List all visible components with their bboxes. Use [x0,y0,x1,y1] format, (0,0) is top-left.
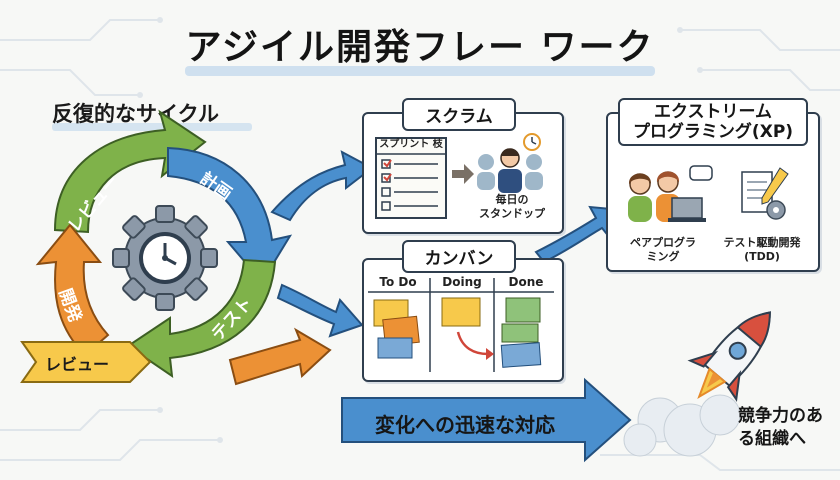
cycle-arrow-review-top [53,109,207,234]
banner-arrow [341,377,632,463]
tdd-label-1: テスト駆動開発 [723,236,801,249]
gear-clock-icon [112,205,218,311]
sprint-label: スプリント 枝 [379,139,443,150]
label-review-bottom: レビュー [45,355,110,374]
goal-line1: 競争力のあ [738,406,823,426]
tdd-label-2: (TDD) [744,250,780,263]
xp-title-line2: プログラミング(XP) [632,122,794,142]
goal-text: 競争力のあ る組織へ [738,405,823,451]
xp-title: エクストリーム プログラミング(XP) [618,98,808,146]
kanban-title: カンバン [402,240,516,273]
scrum-title: スクラム [402,98,516,131]
cycle-heading-underline [52,123,252,131]
goal-line2: る組織へ [738,429,806,449]
cycle-arrow-dev [35,223,110,357]
arrow-to-scrum [270,150,374,222]
cycle-heading: 反復的なサイクル [52,102,219,126]
kanban-col-done: Done [508,275,544,289]
cycle-arrow-review-bottom [20,341,152,383]
standup-label-1: 毎日の [495,193,529,206]
xp-illustration [628,165,789,222]
cycle-arrow-plan [167,146,293,284]
kanban-board [368,278,554,372]
standup-label-2: スタンドップ [479,207,545,220]
arrow-to-kanban [276,283,364,338]
orange-forward-arrow [228,327,332,386]
kanban-col-todo: To Do [379,275,417,289]
scrum-illustration [375,133,543,219]
kanban-col-doing: Doing [442,275,482,289]
xp-title-line1: エクストリーム [654,102,772,122]
banner-text: 変化への迅速な対応 [375,413,555,437]
rocket-icon [623,311,771,457]
pair-label-1: ペアプログラ [630,236,696,249]
page-title: アジイル開発フレー ワーク [185,27,655,68]
pair-label-2: ミング [646,250,680,263]
